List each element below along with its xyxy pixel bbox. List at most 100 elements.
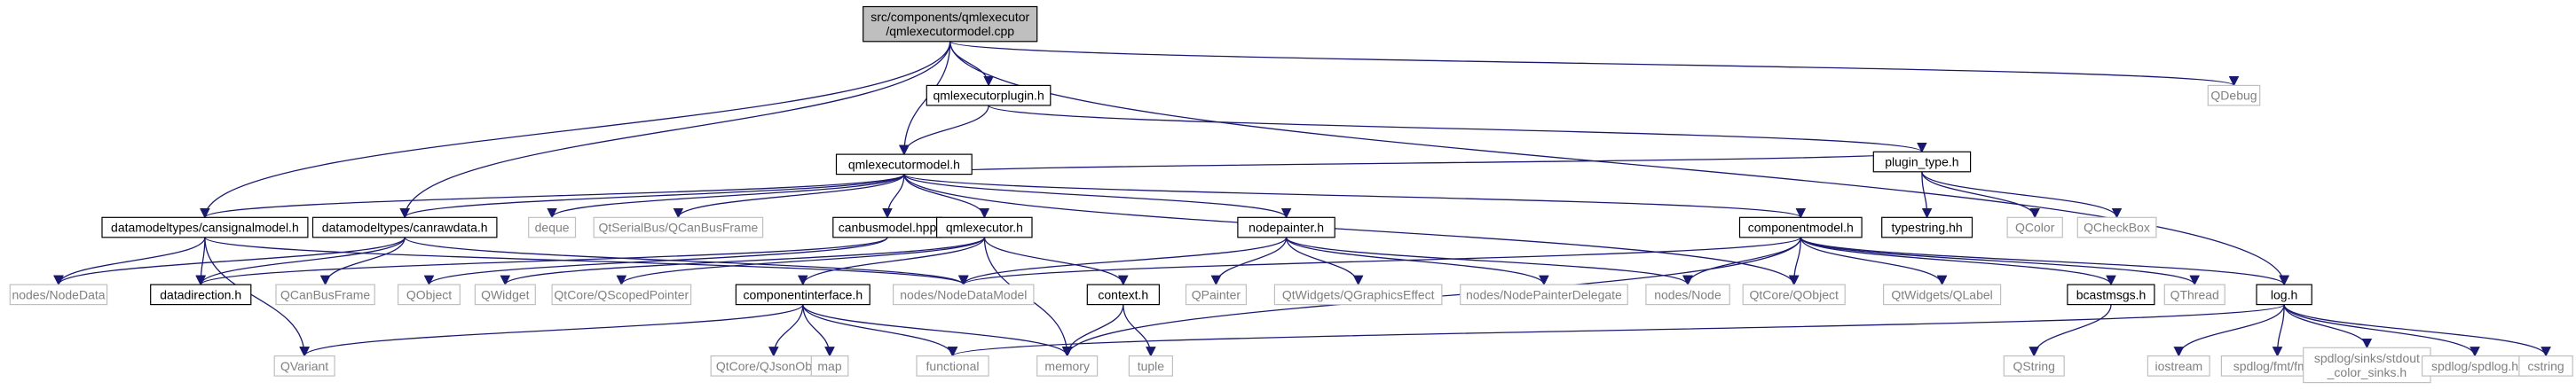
node-context-h[interactable]: context.h [1086,284,1161,306]
node-box [810,355,849,377]
node-label: datadirection.h [160,287,241,301]
node-qvariant: QVariant [273,355,335,377]
node-qdebug: QDebug [2207,84,2261,106]
node-label: QDebug [2210,89,2257,103]
edge-nodepainter-h-to-nodepainterdelegate [1285,237,1549,286]
node-label: QtCore/QScopedPointer [554,287,689,301]
edge-qmlexecutormodel-h-to-canbusmodel-hpp [882,174,905,219]
edge-canrawdata-h-to-nodes-nodedatamodel [404,237,969,286]
node-label: QObject [406,287,452,301]
edge-qmlexecutormodel-h-to-cansignalmodel-h [200,174,905,219]
node-box [273,355,335,377]
edge-componentmodel-h-to-bcastmsgs-h [1800,237,2116,286]
node-label: src/components/qmlexecutor [870,10,1029,24]
node-label: qmlexecutormodel.h [848,157,960,171]
edge-qmlexecutor-h-to-qwidget [500,237,986,286]
node-box [863,5,1038,43]
node-box [1185,284,1248,306]
edge-qmlexecutormodel-h-to-canrawdata-h [399,174,905,219]
node-bcastmsgs-h[interactable]: bcastmsgs.h [2067,284,2155,306]
node-label: QColor [2015,221,2055,235]
node-qobject: QObject [398,284,461,306]
edge-bcastmsgs-h-to-qstring [2029,304,2112,357]
node-datadirection-h[interactable]: datadirection.h [150,284,252,306]
edge-root-to-cansignalmodel-h [200,41,951,219]
node-label: tuple [1138,359,1165,373]
node-box [551,284,692,306]
node-label: plugin_type.h [1885,155,1958,169]
edge-plugin-type-h-to-typestring-hh [1921,171,1933,219]
node-cansignalmodel-h[interactable]: datamodeltypes/cansignalmodel.h [101,216,309,238]
edge-cansignalmodel-h-to-nodes-nodedatamodel [204,237,969,286]
node-tuple: tuple [1128,355,1174,377]
edge-canbusmodel-hpp-to-qobject [423,237,888,286]
node-label: nodes/Node [1654,287,1721,301]
node-box [1872,151,1972,173]
node-nodes-nodedata: nodes/NodeData [9,284,108,306]
node-log-h[interactable]: log.h [2256,284,2312,306]
node-nodepainter-h[interactable]: nodepainter.h [1237,216,1335,238]
edge-nodepainter-h-to-nodes-node [1285,237,1693,286]
node-qstring: QString [2003,355,2065,377]
node-canbusmodel-hpp[interactable]: canbusmodel.hpp [832,216,942,238]
node-label: QThread [2170,287,2219,301]
node-qcanbusframe-full: QtSerialBus/QCanBusFrame [593,216,764,238]
edge-componentmodel-h-to-log-h [1800,237,2289,286]
node-componentmodel-h[interactable]: componentmodel.h [1738,216,1863,238]
edge-canrawdata-h-to-qcanbusframe [319,237,406,286]
node-label: functional [926,359,980,373]
edge-componentmodel-h-to-nodes-nodedatamodel [958,237,1801,286]
node-box [2147,355,2210,377]
node-label: memory [1044,359,1090,373]
edge-context-h-to-memory [1061,304,1124,357]
edge-log-h-to-fmt-h [2272,304,2285,357]
node-box [1086,284,1161,306]
edge-componentinterface-h-to-qjsonobject [768,304,804,357]
edge-componentmodel-h-to-qtcore-qobject [1788,237,1801,286]
node-label: typestring.hh [1892,221,1963,235]
node-label: QString [2013,359,2054,373]
node-label: log.h [2271,287,2297,301]
node-qscopedpointer: QtCore/QScopedPointer [551,284,692,306]
node-label: spdlog/spdlog.h [2431,359,2518,373]
edge-qmlexecutormodel-h-to-componentmodel-h [903,174,1806,219]
node-qmlexecutorplugin-h[interactable]: qmlexecutorplugin.h [926,84,1052,106]
node-iostream: iostream [2147,355,2210,377]
edge-nodepainter-h-to-nodes-nodedatamodel [958,237,1288,286]
edge-qmlexecutormodel-h-to-deque [547,174,905,219]
edge-plugin-type-h-to-qcolor [1921,171,2040,219]
node-label: nodes/NodeDataModel [900,287,1027,301]
node-box [926,84,1052,106]
node-plugin-type-h[interactable]: plugin_type.h [1872,151,1972,173]
edge-nodepainter-h-to-qgraphicseffect [1285,237,1364,286]
node-qmlexecutormodel-h[interactable]: qmlexecutormodel.h [835,153,973,176]
node-box [892,284,1035,306]
edge-canbusmodel-hpp-to-datadirection-h [195,237,888,286]
node-label: context.h [1098,287,1148,301]
node-label: canbusmodel.hpp [839,221,937,235]
node-label: QtWidgets/QLabel [1891,287,1992,301]
node-label: datamodeltypes/cansignalmodel.h [111,221,299,235]
node-typestring-hh[interactable]: typestring.hh [1881,216,1973,238]
node-box [1128,355,1174,377]
node-qthread: QThread [2163,284,2225,306]
node-componentinterface-h[interactable]: componentinterface.h [735,284,870,306]
edge-componentmodel-h-to-qlabel [1800,237,1948,286]
edge-componentmodel-h-to-qthread [1800,237,2200,286]
node-qmlexecutor-h[interactable]: qmlexecutor.h [935,216,1033,238]
node-label: qmlexecutorplugin.h [933,89,1044,103]
node-label: spdlog/sinks/stdout [2314,351,2420,365]
node-box [1881,216,1973,238]
node-box [1273,284,1443,306]
node-box [735,284,870,306]
node-canrawdata-h[interactable]: datamodeltypes/canrawdata.h [311,216,498,238]
edge-canrawdata-h-to-nodes-nodedata [53,237,406,286]
node-label: spdlog/fmt/fmt.h [2233,359,2322,373]
node-map: map [810,355,849,377]
edge-componentinterface-h-to-map [802,304,835,357]
edge-canrawdata-h-to-datadirection-h [195,237,406,286]
edge-qmlexecutormodel-h-to-nodepainter-h [903,174,1292,219]
edge-componentmodel-h-to-nodes-node [1682,237,1801,286]
edge-cansignalmodel-h-to-datadirection-h [195,237,207,286]
node-root[interactable]: src/components/qmlexecutor/qmlexecutormo… [863,5,1038,43]
